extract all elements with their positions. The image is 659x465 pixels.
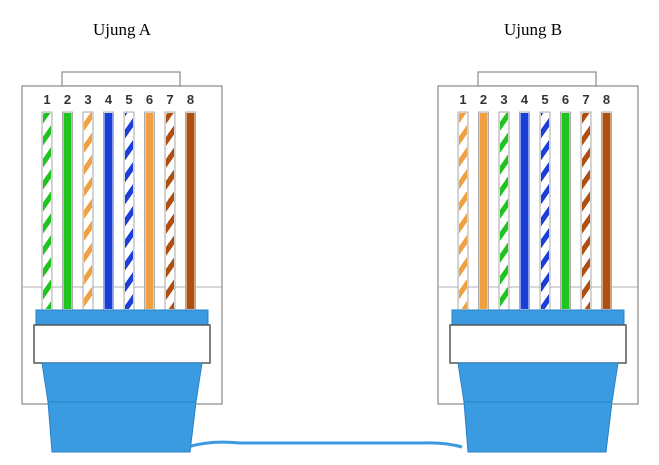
boot-top-band: [451, 309, 625, 327]
wire-solid: [145, 113, 154, 309]
latch-tab: [61, 71, 181, 87]
pin-number: 8: [187, 92, 194, 107]
pin-number: 1: [459, 92, 466, 107]
wire-striped: [125, 113, 133, 309]
wire-striped: [541, 113, 549, 309]
boot-body: [41, 362, 203, 453]
boot-clip: [33, 324, 211, 364]
wire-solid: [479, 113, 488, 309]
wire-solid: [186, 113, 195, 309]
wire-solid: [104, 113, 113, 309]
wire-solid: [602, 113, 611, 309]
connector-b-title: Ujung B: [503, 20, 563, 39]
wire-striped: [43, 113, 51, 309]
wire-striped: [84, 113, 92, 309]
pin-number: 6: [146, 92, 153, 107]
wire-striped: [500, 113, 508, 309]
pin-number: 3: [84, 92, 91, 107]
wire-striped: [166, 113, 174, 309]
wire-solid: [520, 113, 529, 309]
pin-number: 5: [125, 92, 132, 107]
wire-striped: [459, 113, 467, 309]
cable: [187, 440, 463, 449]
pin-number: 3: [500, 92, 507, 107]
pin-number: 7: [582, 92, 589, 107]
pin-number: 4: [105, 92, 113, 107]
pin-number: 1: [43, 92, 50, 107]
boot-clip: [449, 324, 627, 364]
pin-number: 7: [166, 92, 173, 107]
wire-solid: [63, 113, 72, 309]
pin-number: 5: [541, 92, 548, 107]
pin-number: 6: [562, 92, 569, 107]
pin-number: 4: [521, 92, 529, 107]
connector-a-title: Ujung A: [92, 20, 152, 39]
boot-top-band: [35, 309, 209, 327]
pin-number: 8: [603, 92, 610, 107]
boot-body: [457, 362, 619, 453]
wire-solid: [561, 113, 570, 309]
pin-number: 2: [64, 92, 71, 107]
latch-tab: [477, 71, 597, 87]
pin-number: 2: [480, 92, 487, 107]
wire-striped: [582, 113, 590, 309]
